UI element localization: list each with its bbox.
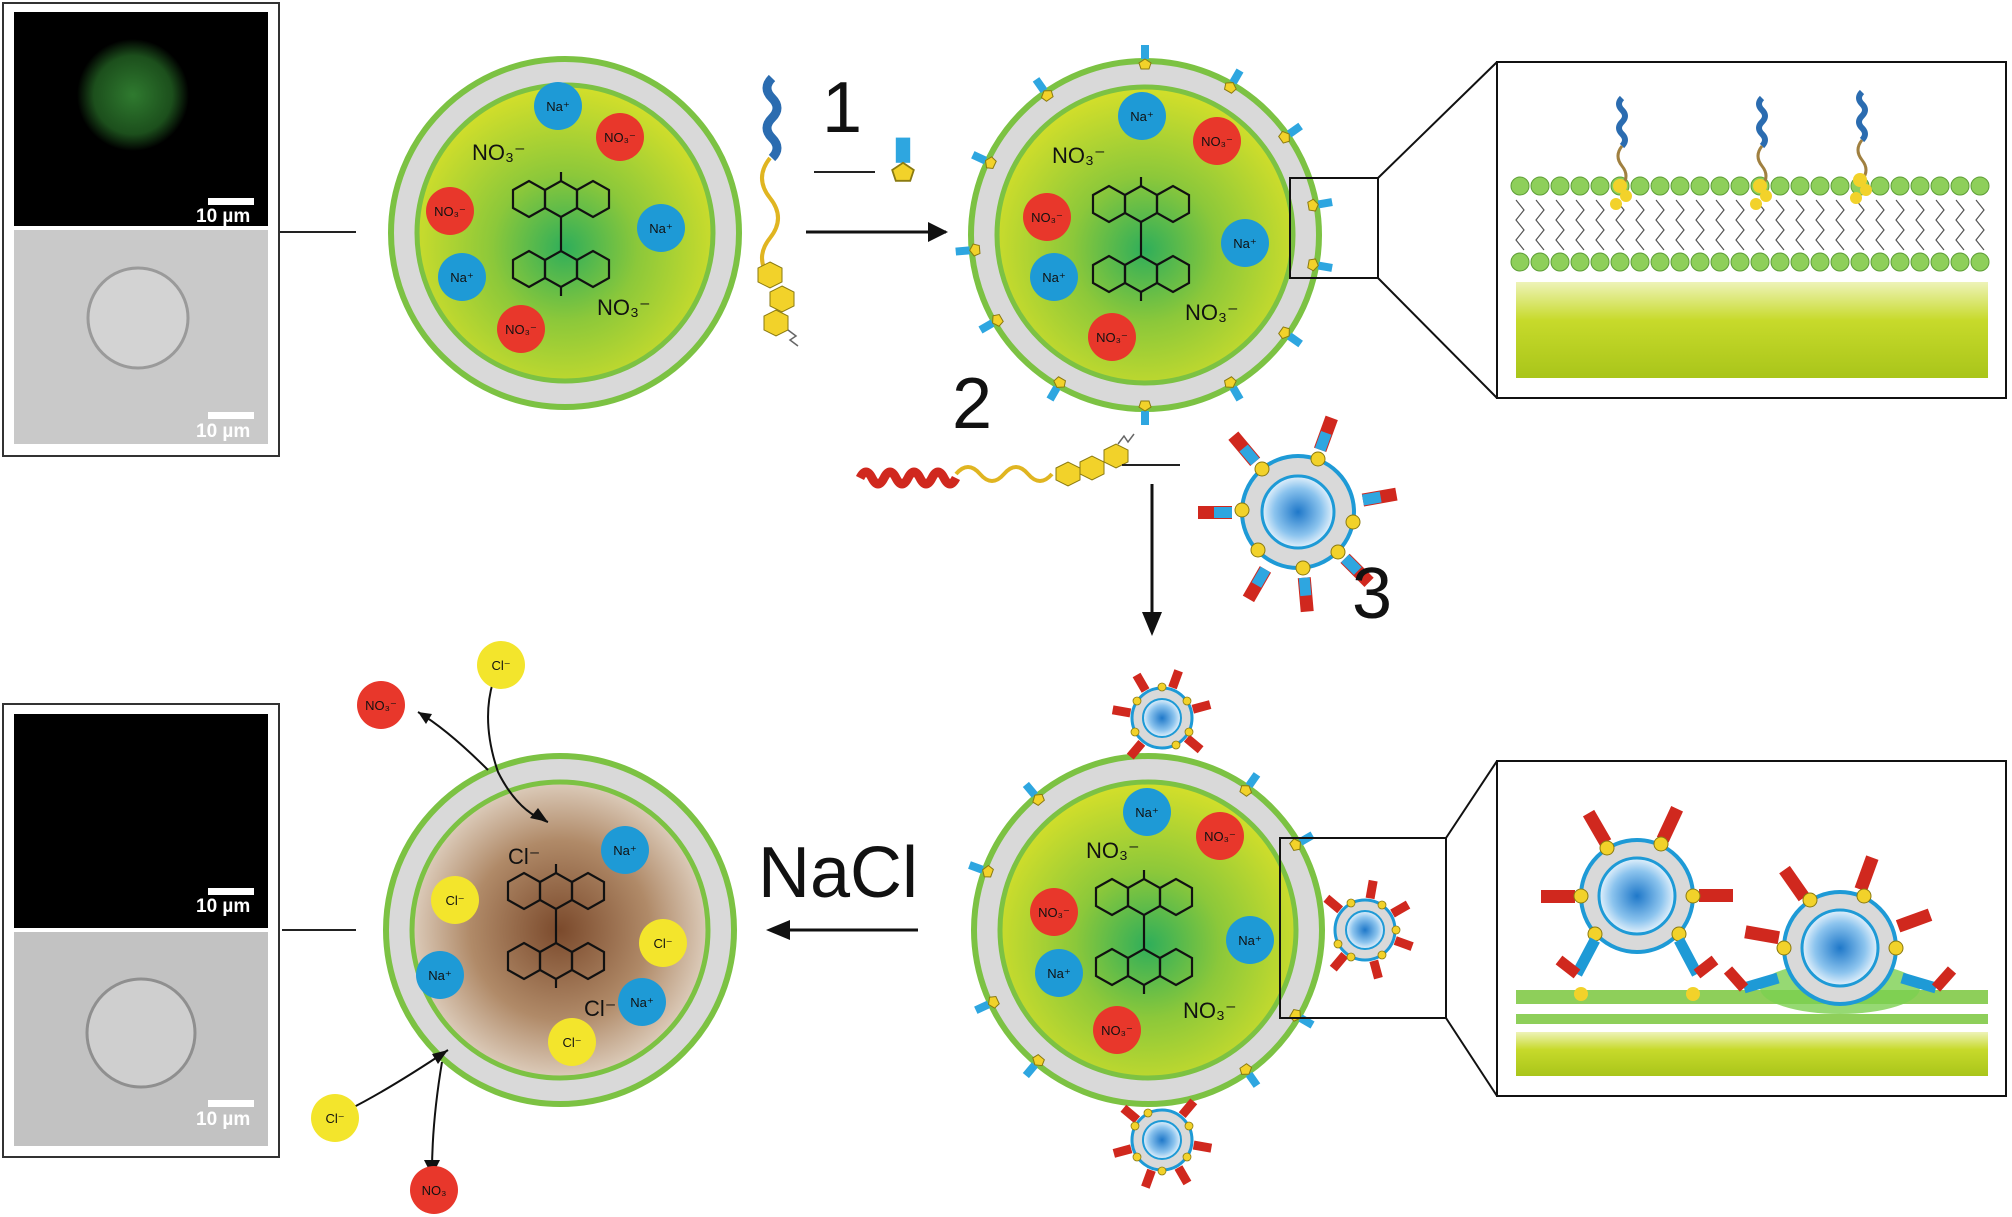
zoom-region [1289, 177, 1379, 279]
core-slab [1516, 282, 1988, 378]
scale-bar-label: 10 µm [196, 421, 250, 442]
ion-label: Na⁺ [450, 270, 473, 285]
vesicle-initial: NO₃⁻ NO₃⁻ Na⁺ NO₃⁻ NO₃⁻ Na⁺ Na⁺ NO₃⁻ [388, 56, 742, 410]
ion-label: NO₃⁻ [505, 322, 537, 337]
ion-label: NO₃⁻ [365, 698, 397, 713]
exchange-bottom [347, 1049, 449, 1176]
ion-label: Cl⁻ [491, 658, 510, 673]
ion-label: NO₃⁻ [1052, 143, 1106, 168]
exchange-top [417, 681, 549, 823]
ion-label: Na⁺ [1233, 236, 1256, 251]
ion-label: Cl⁻ [653, 936, 672, 951]
ion-label: NO₃⁻ [604, 130, 636, 145]
ion-label: NO₃⁻ [472, 140, 526, 165]
ion-label: NO₃⁻ [1201, 134, 1233, 149]
ion-label: NO₃⁻ [1031, 210, 1063, 225]
ion-label: Na⁺ [630, 995, 653, 1010]
ion-label: Na⁺ [1135, 805, 1158, 820]
ion-label: NO₃⁻ [434, 204, 466, 219]
ion-label: NO₃⁻ [1185, 300, 1239, 325]
ion-label: NO₃⁻ [1086, 838, 1140, 863]
bound-particle-top [1110, 667, 1213, 762]
scale-bar [208, 888, 254, 895]
vesicle-brightfield-icon [85, 977, 197, 1089]
ion-label: Na⁺ [1047, 966, 1070, 981]
ion-label: NO₃ [422, 1183, 447, 1198]
ion-label: Na⁺ [428, 968, 451, 983]
micrograph-top: 10 µm 10 µm [2, 2, 280, 457]
step-3-label: 3 [1352, 554, 1392, 634]
vesicle-bound: NO₃⁻ NO₃⁻ Na⁺ NO₃⁻ NO₃⁻ Na⁺ Na⁺ NO₃⁻ [966, 753, 1325, 1107]
ion-label: Na⁺ [613, 843, 636, 858]
ion-label: Cl⁻ [562, 1035, 581, 1050]
membrane-inset-bottom [1496, 760, 2007, 1097]
ion-label: NO₃⁻ [1038, 905, 1070, 920]
ion-label: Na⁺ [1238, 933, 1261, 948]
ion-label: Na⁺ [546, 99, 569, 114]
vesicle-quenched: Cl⁻ Cl⁻ Na⁺ Cl⁻ Cl⁻ Na⁺ Na⁺ Cl⁻ [374, 753, 737, 1107]
step-2-label: 2 [952, 364, 992, 444]
probe-icon [891, 136, 915, 182]
peptide-1-icon [757, 74, 799, 347]
ion-label: NO₃⁻ [1183, 998, 1237, 1023]
micrograph-bottom: 10 µm 10 µm [2, 703, 280, 1158]
scale-bar-label: 10 µm [196, 896, 250, 917]
ion-label: NO₃⁻ [1101, 1023, 1133, 1038]
scale-bar [208, 412, 254, 419]
bound-particle-right [1321, 878, 1416, 981]
vesicle-fluorescence-icon [77, 39, 189, 151]
vesicle-probe-loaded: NO₃⁻ NO₃⁻ Na⁺ NO₃⁻ NO₃⁻ Na⁺ Na⁺ NO₃⁻ [954, 44, 1334, 426]
membrane-inset-top [1496, 61, 2007, 399]
scale-bar-label: 10 µm [196, 1109, 250, 1130]
scale-bar [208, 1100, 254, 1107]
ion-label: NO₃⁻ [1204, 829, 1236, 844]
ion-label: Cl⁻ [325, 1111, 344, 1126]
scale-bar [208, 198, 254, 205]
ion-label: Na⁺ [1042, 270, 1065, 285]
step-1-label: 1 [822, 68, 862, 148]
peptide-2-icon [855, 433, 1135, 489]
ion-label: Cl⁻ [584, 996, 616, 1021]
ion-label: Cl⁻ [445, 893, 464, 908]
ion-label: NO₃⁻ [597, 295, 651, 320]
ion-label: Cl⁻ [508, 844, 540, 869]
inserted-peptides [1610, 89, 1872, 210]
nacl-label: NaCl [758, 833, 918, 913]
ion-label: Na⁺ [649, 221, 672, 236]
decorated-vesicle-3 [1198, 415, 1398, 613]
ion-label: Na⁺ [1130, 109, 1153, 124]
core-slab [1516, 1032, 1988, 1076]
bound-particle-bottom [1111, 1096, 1214, 1191]
scale-bar-label: 10 µm [196, 206, 250, 227]
vesicle-brightfield-icon [86, 266, 190, 370]
zoom-region [1279, 837, 1447, 1019]
ion-label: NO₃⁻ [1096, 330, 1128, 345]
